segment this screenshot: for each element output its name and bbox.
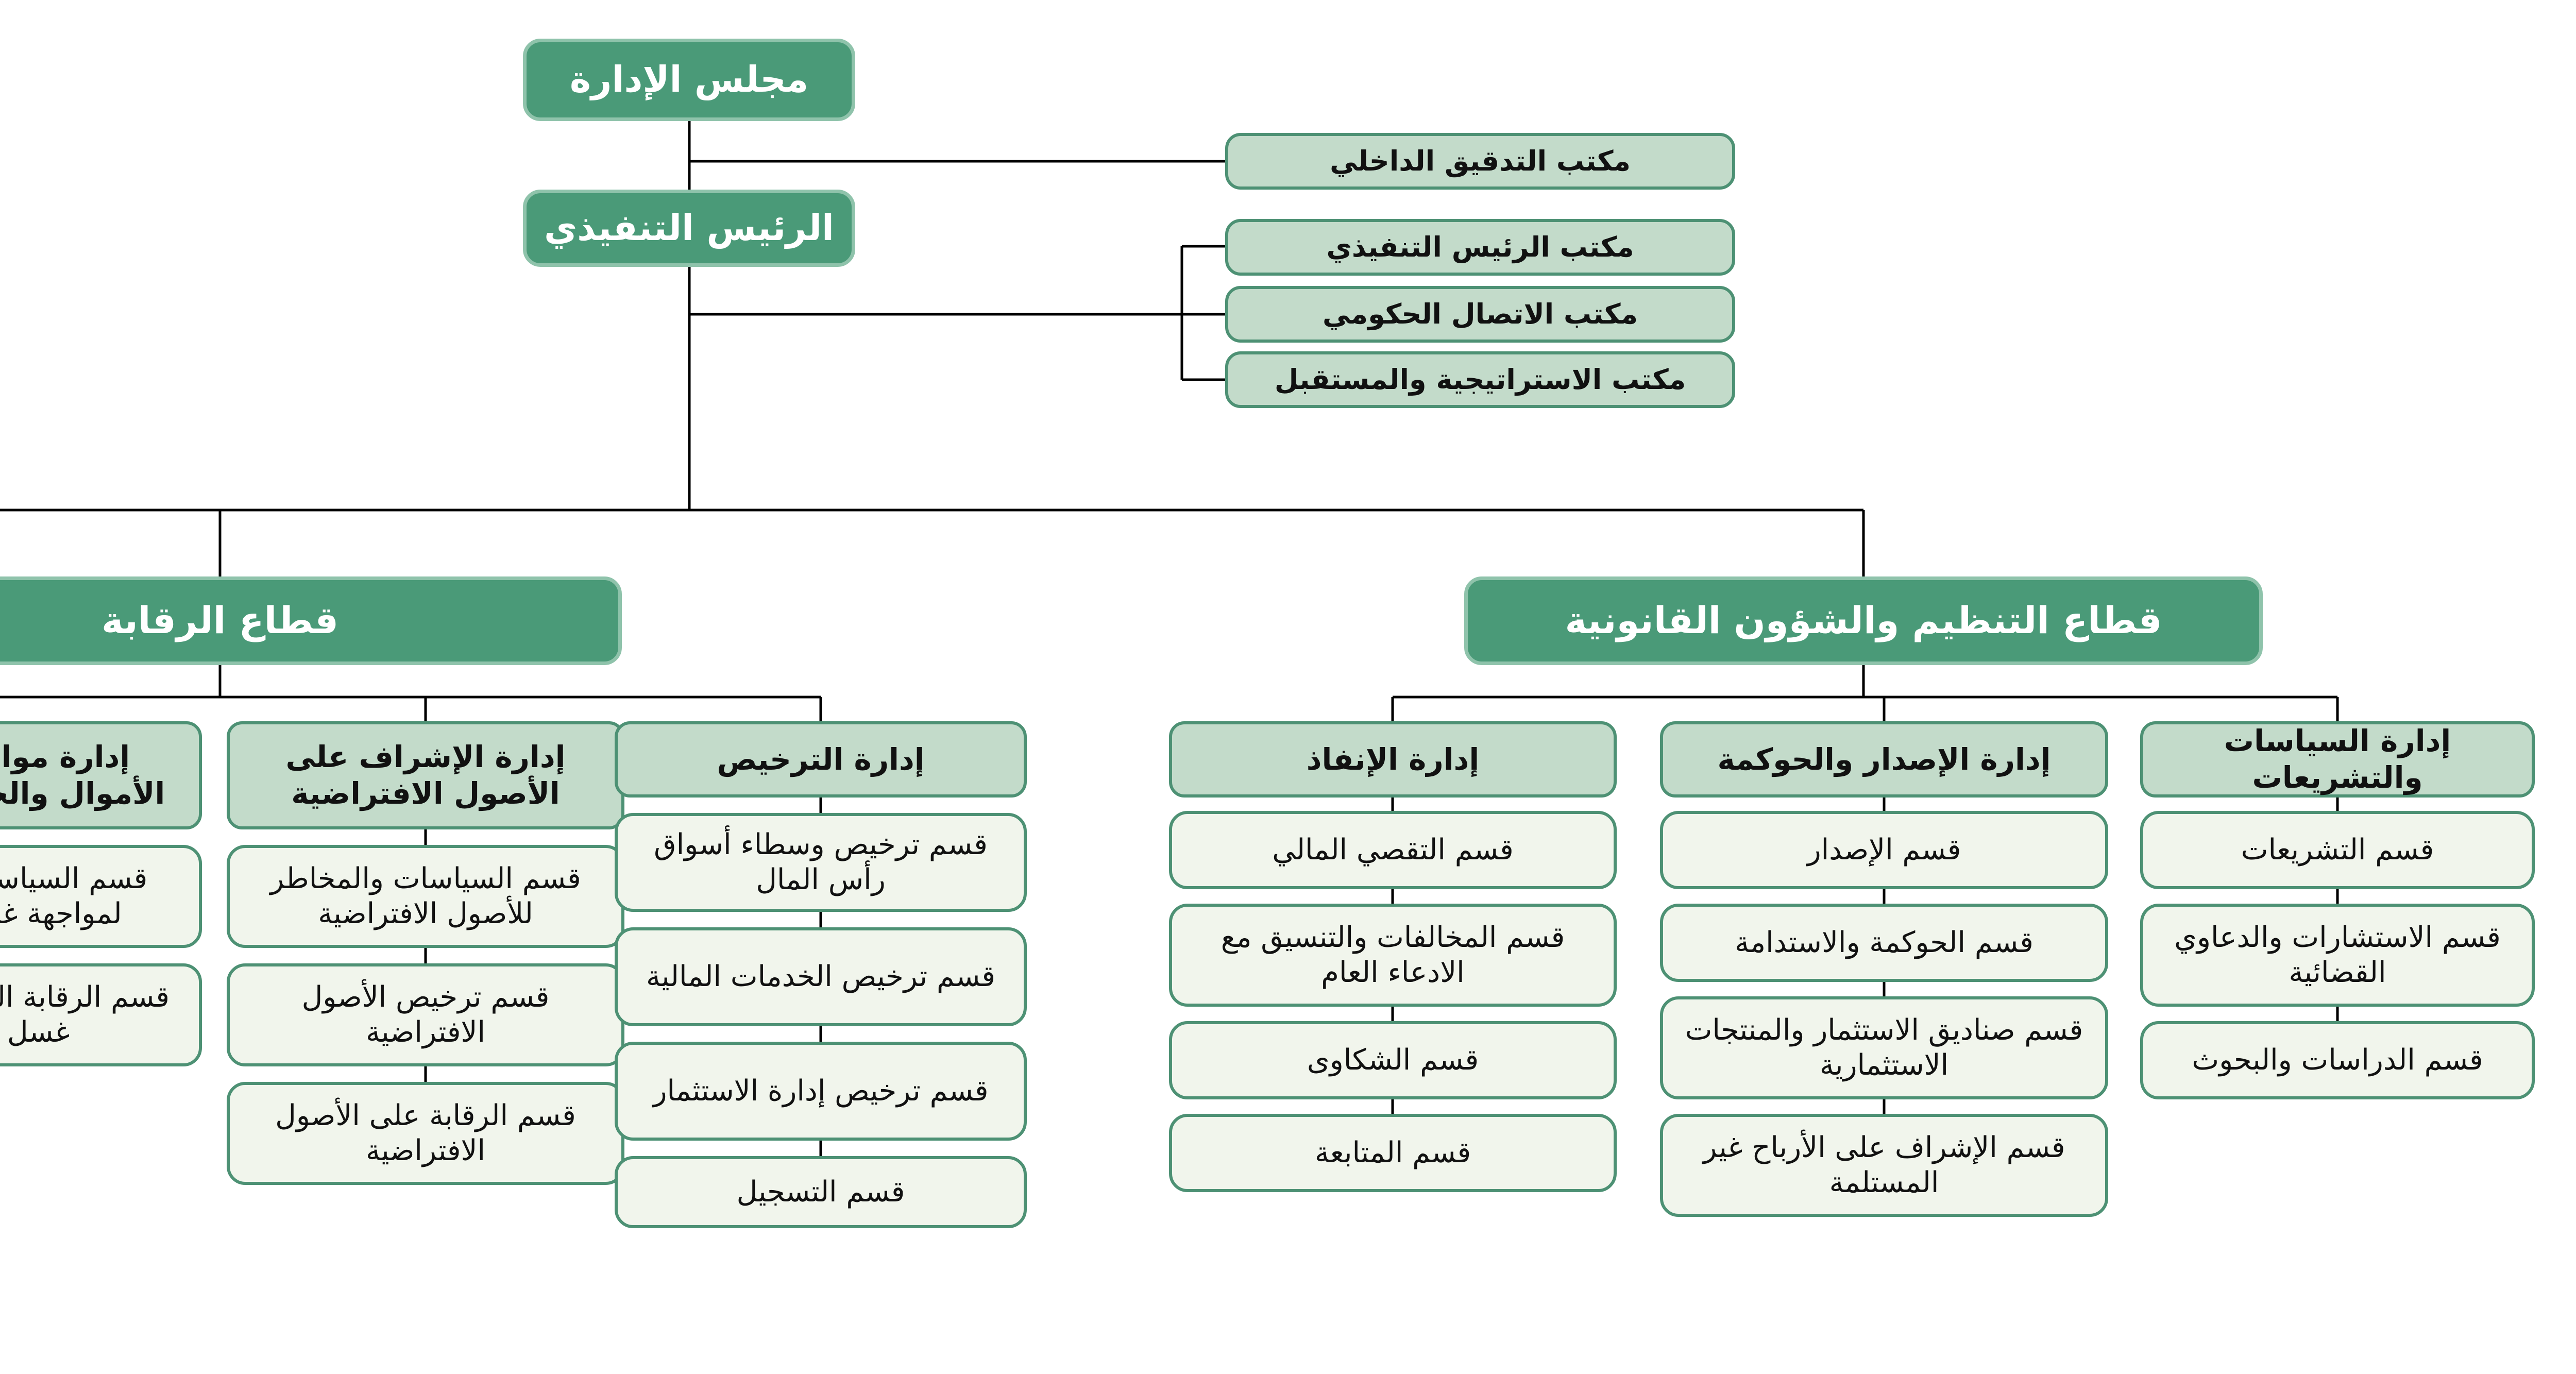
section-virtual-assets-licensing: قسم ترخيص الأصول الافتراضية — [227, 963, 624, 1066]
section-aml-supervision: قسم الرقابة المتعلقة بمواجهة غسل الأموال — [0, 963, 202, 1066]
dept-issuance-governance: إدارة الإصدار والحوكمة — [1660, 721, 2108, 798]
section-virtual-assets-supervision: قسم الرقابة على الأصول الافتراضية — [227, 1082, 624, 1185]
section-financial-services-licensing: قسم ترخيص الخدمات المالية — [615, 927, 1027, 1026]
office-ceo-office: مكتب الرئيس التنفيذي — [1225, 219, 1735, 276]
section-studies-research: قسم الدراسات والبحوث — [2140, 1021, 2535, 1099]
section-investment-management-licensing: قسم ترخيص إدارة الاستثمار — [615, 1042, 1027, 1141]
dept-virtual-assets-oversight: إدارة الإشراف على الأصول الافتراضية — [227, 721, 624, 829]
dept-enforcement: إدارة الإنفاذ — [1169, 721, 1617, 798]
section-legislation: قسم التشريعات — [2140, 811, 2535, 889]
section-issuance: قسم الإصدار — [1660, 811, 2108, 889]
section-follow-up: قسم المتابعة — [1169, 1114, 1617, 1192]
board-of-directors-box: مجلس الإدارة — [523, 39, 855, 121]
ceo-box: الرئيس التنفيذي — [523, 190, 855, 267]
section-registration: قسم التسجيل — [615, 1156, 1027, 1228]
section-violations-public-prosecution: قسم المخالفات والتنسيق مع الادعاء العام — [1169, 904, 1617, 1007]
section-financial-investigation: قسم التقصي المالي — [1169, 811, 1617, 889]
dept-licensing: إدارة الترخيص — [615, 721, 1027, 798]
sector-supervision-box: قطاع الرقابة — [0, 576, 622, 665]
section-governance-sustainability: قسم الحوكمة والاستدامة — [1660, 904, 2108, 982]
section-virtual-assets-policies-risks: قسم السياسات والمخاطر للأصول الافتراضية — [227, 845, 624, 948]
section-unclaimed-dividends-oversight: قسم الإشراف على الأرباح غير المستلمة — [1660, 1114, 2108, 1217]
office-internal-audit: مكتب التدقيق الداخلي — [1225, 133, 1735, 190]
office-strategy-future: مكتب الاستراتيجية والمستقبل — [1225, 351, 1735, 408]
section-aml-policies-risks: قسم السياسات والمخاطر لمواجهة غسل الأموا… — [0, 845, 202, 948]
section-complaints: قسم الشكاوى — [1169, 1021, 1617, 1099]
section-capital-market-brokers-licensing: قسم ترخيص وسطاء أسواق رأس المال — [615, 813, 1027, 912]
dept-aml-financial-crimes: إدارة مواجهة غسل الأموال والجرائم المالي… — [0, 721, 202, 829]
office-government-communication: مكتب الاتصال الحكومي — [1225, 286, 1735, 343]
section-consultations-lawsuits: قسم الاستشارات والدعاوي القضائية — [2140, 904, 2535, 1007]
section-investment-funds-products: قسم صناديق الاستثمار والمنتجات الاستثمار… — [1660, 996, 2108, 1099]
sector-regulation-legal-box: قطاع التنظيم والشؤون القانونية — [1464, 576, 2263, 665]
dept-policies-legislation: إدارة السياسات والتشريعات — [2140, 721, 2535, 798]
